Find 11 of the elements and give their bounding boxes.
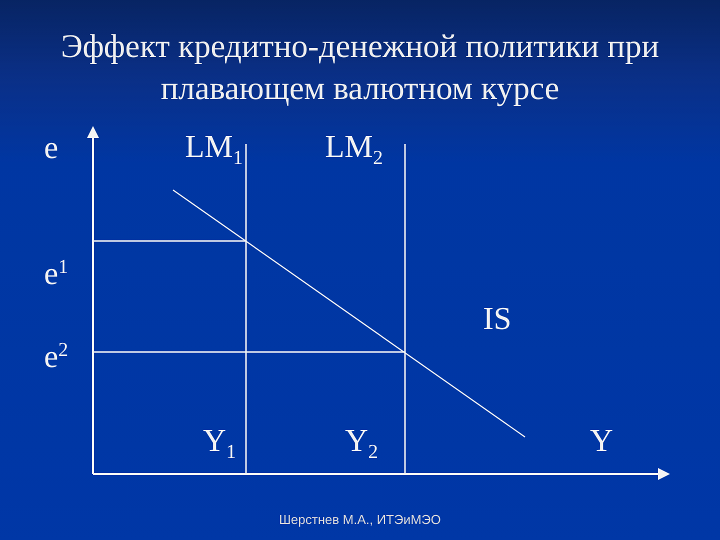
axis-value-label: e$^{1}$ bbox=[44, 257, 68, 289]
curve-label: LM$_{1}$ bbox=[185, 130, 243, 162]
axis-value-label: Y$_{2}$ bbox=[345, 424, 378, 456]
axis-value-label: e$^{2}$ bbox=[44, 340, 68, 372]
curve-label: IS bbox=[483, 302, 512, 334]
author-credit: Шерстнев М.А., ИТЭиМЭО bbox=[279, 513, 441, 526]
axis-label: Y bbox=[590, 424, 614, 456]
axis-label: e bbox=[44, 131, 58, 163]
axis-value-label: Y$_{1}$ bbox=[203, 424, 236, 456]
curve-label: LM$_{2}$ bbox=[325, 130, 383, 162]
slide-title: Эффект кредитно-денежной политики при плавающем валютном курсе bbox=[60, 28, 660, 109]
